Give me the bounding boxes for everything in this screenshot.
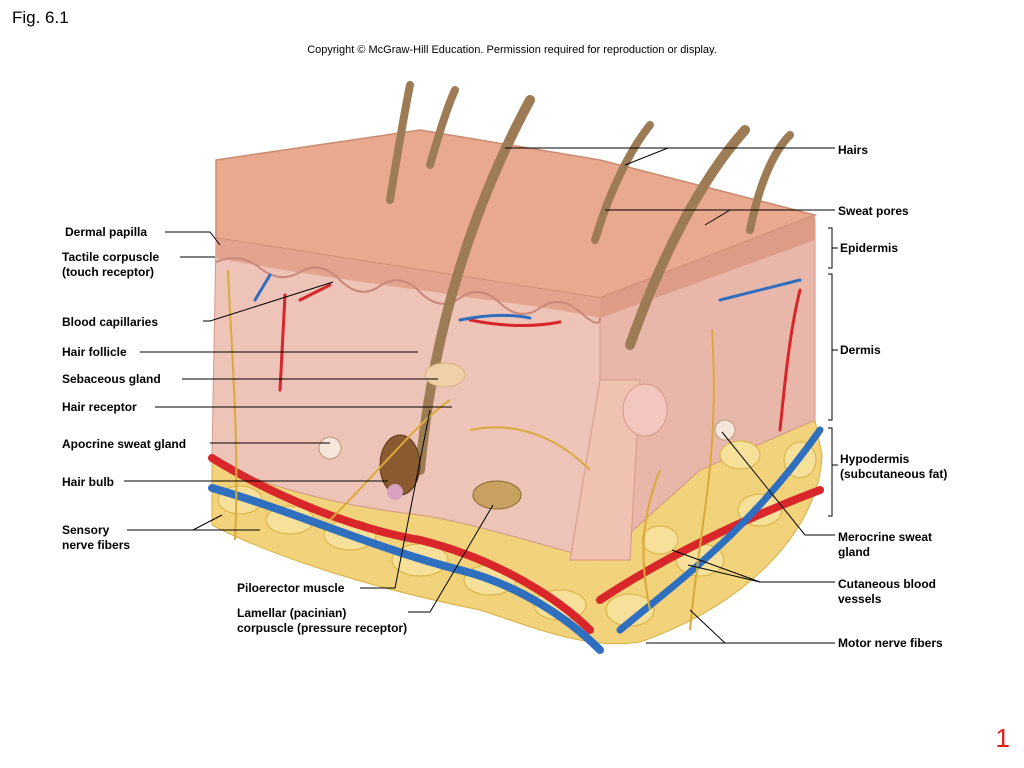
label-sweat-pores: Sweat pores [838,204,909,218]
label-hair-bulb: Hair bulb [62,475,115,489]
label-lamellar-corpuscle: Lamellar (pacinian) corpuscle (pressure … [237,606,407,636]
label-cutaneous-line2: vessels [838,592,882,606]
label-sensory-line1: Sensory [62,523,110,537]
label-merocrine-line1: Merocrine sweat [838,530,933,544]
label-cutaneous-blood-vessels: Cutaneous blood vessels [838,577,936,607]
label-hypodermis-line1: Hypodermis [840,452,910,466]
label-cutaneous-line1: Cutaneous blood [838,577,936,591]
label-blood-capillaries: Blood capillaries [62,315,159,329]
label-sensory-line2: nerve fibers [62,538,131,552]
nerve-fibers [227,269,715,631]
page-number: 1 [995,723,1010,753]
label-motor-nerve-fibers: Motor nerve fibers [838,636,943,650]
leader-lines [124,147,838,644]
label-merocrine-sweat-gland: Merocrine sweat gland [838,530,932,560]
label-tactile-line1: Tactile corpuscle [62,250,160,264]
copyright-notice: Copyright © McGraw-Hill Education. Permi… [307,44,717,56]
figure-title: Fig. 6.1 [12,8,69,27]
label-hypodermis: Hypodermis (subcutaneous fat) [840,452,947,482]
label-lamellar-line1: Lamellar (pacinian) [237,606,347,620]
dermal-papillae-edge [215,257,601,324]
label-hairs: Hairs [838,143,869,157]
hair-follicle-structures [318,362,736,561]
skin-block [211,129,823,645]
label-dermal-papilla: Dermal papilla [65,225,148,239]
label-epidermis: Epidermis [840,241,899,255]
label-hypodermis-line2: (subcutaneous fat) [840,467,948,481]
label-lamellar-line2: corpuscle (pressure receptor) [237,621,408,635]
hairs [386,81,794,475]
front-epidermis-band [216,238,600,318]
blood-vessels [208,273,824,654]
label-sebaceous-gland: Sebaceous gland [62,372,161,386]
label-tactile-line2: (touch receptor) [62,265,155,279]
label-sensory-nerve-fibers: Sensory nerve fibers [62,523,130,553]
label-tactile-corpuscle: Tactile corpuscle (touch receptor) [62,250,159,280]
label-merocrine-line2: gland [838,545,870,559]
label-hair-follicle: Hair follicle [62,345,127,359]
label-apocrine-sweat-gland: Apocrine sweat gland [62,437,187,451]
label-piloerector-muscle: Piloerector muscle [237,581,345,595]
label-dermis: Dermis [840,343,881,357]
label-hair-receptor: Hair receptor [62,400,137,414]
